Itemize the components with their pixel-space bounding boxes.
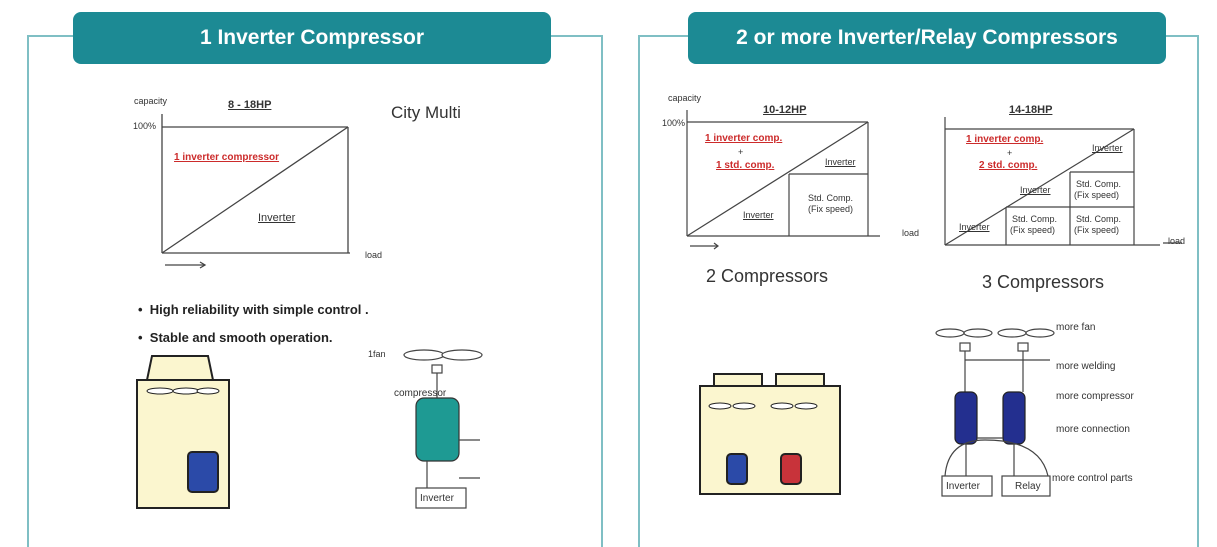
right-chart2-xlabel: load [1168,236,1186,246]
left-inverter-box-label: Inverter [420,493,454,504]
right-chart2-plus: + [1007,148,1013,158]
left-unit-compressor [187,451,219,493]
fan-motor-icon [431,364,443,374]
right-unit-top-right [775,373,825,387]
right-relay-box-label: Relay [1015,481,1041,492]
fan-blade-icon [997,328,1027,338]
right-inverter-box [941,475,993,497]
right-chart2-inv-mid: Inverter [1020,185,1051,195]
bullet-1-text: High reliability with simple control . [149,302,369,317]
right-chart-1 [686,110,880,250]
right-compressor-1 [954,391,978,445]
left-y-tick: 100% [133,121,157,131]
fan-blade-icon [963,328,993,338]
right-chart1-plus: + [738,147,744,157]
right-chart2-inv-bottom: Inverter [959,222,990,232]
left-header: 1 Inverter Compressor [73,12,551,64]
fan-motor-icon [959,342,971,352]
left-chart [161,114,350,269]
left-arrow-head [199,261,207,269]
more-compressor-label: more compressor [1056,391,1134,402]
right-y-label: capacity [668,93,702,103]
right-chart2-std-b: Std. Comp. [1012,214,1058,224]
left-area-label: Inverter [258,212,296,224]
city-multi-label: City Multi [391,103,461,122]
right-caption-2: 3 Compressors [982,272,1105,292]
right-chart2-red1: 1 inverter comp. [966,134,1044,145]
fan-blade-icon [441,349,483,361]
bullet-2: • Stable and smooth operation. [138,330,333,345]
right-chart1-std: Std. Comp. [808,193,854,203]
right-chart1-fix: (Fix speed) [808,204,854,214]
right-caption-1: 2 Compressors [706,266,829,286]
right-chart-2 [944,117,1182,246]
right-chart2-fix-c: (Fix speed) [1074,225,1120,235]
right-chart1-red1: 1 inverter comp. [705,133,783,144]
fan-label: 1fan [368,349,386,359]
right-schematic [935,328,1055,497]
right-unit-fan-icon [708,402,818,410]
right-unit-top-left [713,373,763,387]
right-chart2-inv-top: Inverter [1092,143,1123,153]
left-x-label: load [365,250,383,260]
left-unit-fan-icon [146,387,220,395]
right-chart1-inv-top: Inverter [825,157,856,167]
left-unit-top [145,355,215,381]
right-chart1-inv-bottom: Inverter [743,210,774,220]
right-chart2-fix-a: (Fix speed) [1074,190,1120,200]
fan-blade-icon [403,349,445,361]
left-compressor-shape [415,397,460,462]
right-compressor-2 [1002,391,1026,445]
right-chart1-hp: 10-12HP [763,104,807,116]
right-chart1-xlabel: load [902,228,920,238]
left-diagonal [161,126,349,254]
right-relay-box [1001,475,1051,497]
right-unit-inverter-compressor [726,453,748,485]
left-outdoor-unit [136,355,230,509]
left-hp-label: 8 - 18HP [228,99,272,111]
fan-blade-icon [1025,328,1055,338]
fan-blade-icon [935,328,965,338]
left-red-label: 1 inverter compressor [174,152,280,163]
bullet-2-text: Stable and smooth operation. [149,330,333,345]
right-y-tick: 100% [662,118,686,128]
right-unit-std-compressor [780,453,802,485]
right-header: 2 or more Inverter/Relay Compressors [688,12,1166,64]
left-schematic [403,349,483,509]
right-chart2-std-a: Std. Comp. [1076,179,1122,189]
right-chart1-red2: 1 std. comp. [716,160,775,171]
more-control-parts-label: more control parts [1052,473,1133,484]
right-outdoor-unit [699,373,841,495]
right-inverter-box-label: Inverter [946,481,980,492]
more-welding-label: more welding [1056,361,1116,372]
bullet-1: • High reliability with simple control . [138,302,369,317]
more-fan-label: more fan [1056,322,1096,333]
right-unit-body [699,385,841,495]
left-y-label: capacity [134,96,168,106]
right-chart2-std-c: Std. Comp. [1076,214,1122,224]
compressor-label: compressor [394,388,447,399]
right-chart2-fix-b: (Fix speed) [1010,225,1056,235]
fan-motor-icon [1017,342,1029,352]
left-inverter-box [415,487,467,509]
right-chart2-hp: 14-18HP [1009,104,1053,116]
more-connection-label: more connection [1056,424,1130,435]
right-chart2-red2: 2 std. comp. [979,160,1038,171]
